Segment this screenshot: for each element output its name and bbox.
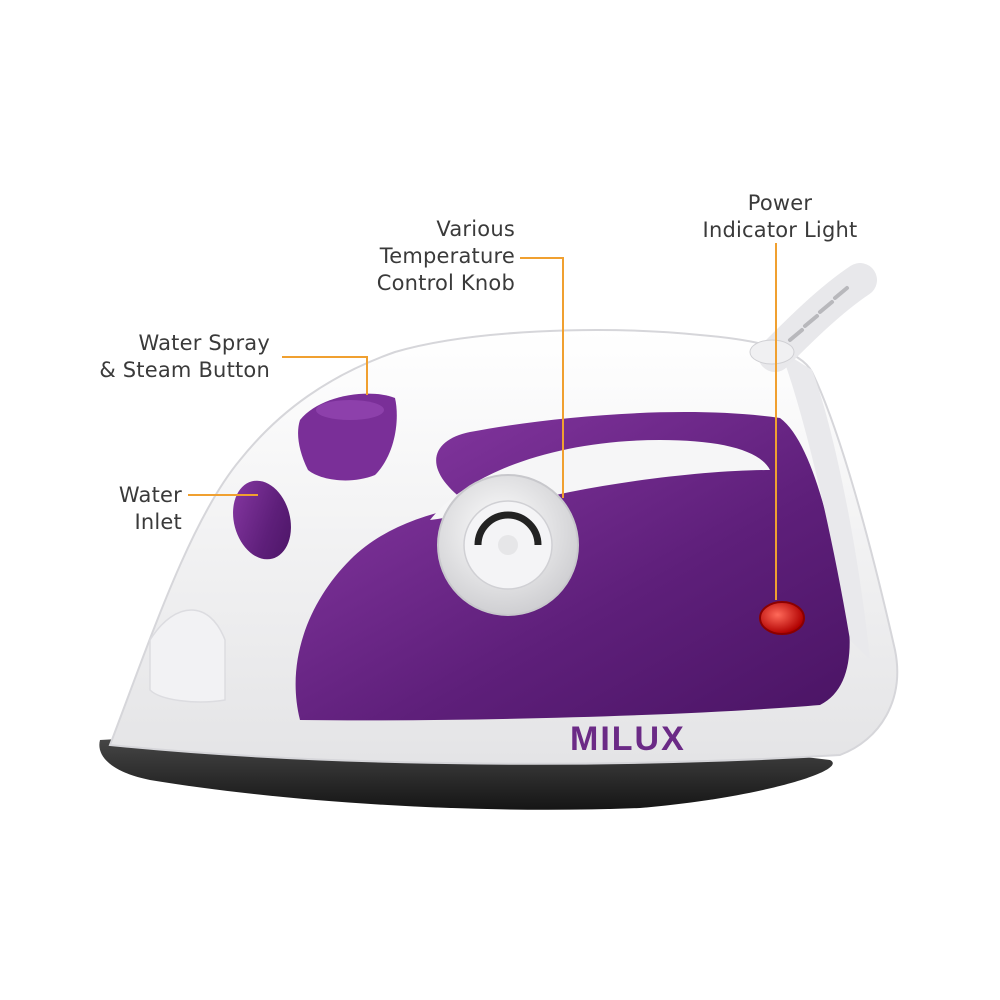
callout-spray-line2: & Steam Button bbox=[99, 358, 270, 382]
water-inlet-cap bbox=[233, 480, 291, 560]
callout-power-indicator: Power Indicator Light bbox=[670, 190, 890, 244]
temperature-knob bbox=[437, 474, 579, 616]
callout-temperature-line2: Temperature bbox=[379, 244, 515, 268]
callout-power-line1: Power bbox=[747, 191, 813, 215]
callout-water-inlet: Water Inlet bbox=[90, 482, 182, 536]
brand-logo: MILUX bbox=[570, 720, 686, 758]
callout-power-line2: Indicator Light bbox=[702, 218, 858, 242]
leader-temperature bbox=[520, 257, 564, 498]
callout-spray-line1: Water Spray bbox=[138, 331, 270, 355]
leader-lines bbox=[188, 243, 777, 600]
rear-column bbox=[780, 350, 870, 660]
callout-temperature-line3: Control Knob bbox=[376, 271, 515, 295]
callout-temperature-knob: Various Temperature Control Knob bbox=[335, 216, 515, 297]
power-indicator-light bbox=[759, 601, 805, 635]
leader-spray bbox=[282, 356, 368, 395]
front-tip bbox=[149, 609, 226, 703]
callout-inlet-line2: Inlet bbox=[134, 510, 182, 534]
callout-temperature-line1: Various bbox=[436, 217, 515, 241]
callout-inlet-line1: Water bbox=[118, 483, 182, 507]
callout-spray-button: Water Spray & Steam Button bbox=[70, 330, 270, 384]
